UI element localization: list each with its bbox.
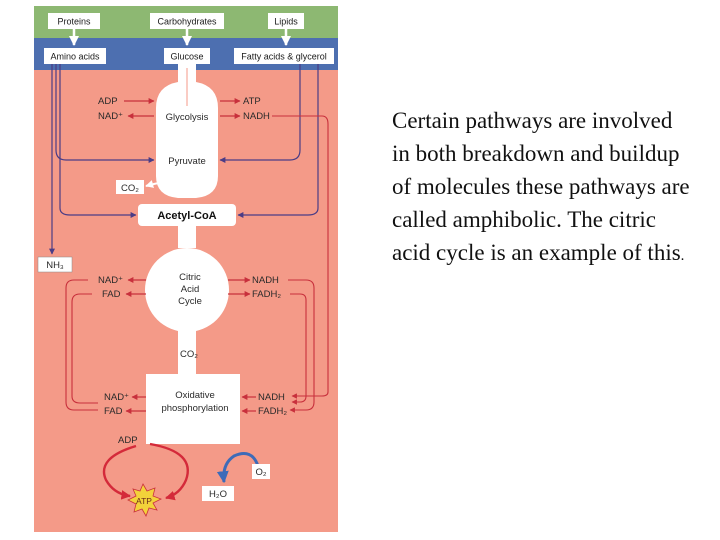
purple-line-right-2 bbox=[237, 64, 319, 218]
nh3-box: NH₃ bbox=[37, 256, 73, 273]
bottom-adp: ADP bbox=[118, 435, 138, 446]
bottom-atp-label: ATP bbox=[136, 496, 152, 506]
oxidative-phosphorylation-box: Oxidative phosphorylation bbox=[146, 374, 240, 444]
glycolysis-atp: ATP bbox=[243, 96, 261, 107]
citric-label-3: Cycle bbox=[178, 296, 202, 307]
fatty-acids-box: Fatty acids & glycerol bbox=[234, 48, 334, 64]
glucose-label: Glucose bbox=[170, 52, 203, 62]
oxidative-label-1: Oxidative bbox=[175, 390, 215, 401]
proteins-box: Proteins bbox=[48, 13, 100, 29]
atp-starburst: ATP bbox=[127, 483, 162, 517]
h2o-box: H₂O bbox=[202, 486, 234, 501]
metabolism-diagram: Proteins Carbohydrates Lipids Amino acid… bbox=[34, 6, 338, 532]
lipids-box: Lipids bbox=[268, 13, 304, 29]
co2-pyruvate-box: CO₂ bbox=[116, 180, 144, 194]
red-line-right-glycolysis bbox=[272, 115, 329, 399]
citric-nad-plus: NAD⁺ bbox=[98, 275, 123, 286]
glycolysis-nadh: NADH bbox=[243, 111, 270, 122]
fatty-acids-label: Fatty acids & glycerol bbox=[241, 52, 327, 62]
o2-label: O₂ bbox=[255, 467, 266, 478]
amino-acids-label: Amino acids bbox=[50, 52, 100, 62]
citric-acid-cycle: Citric Acid Cycle bbox=[145, 248, 229, 332]
glycolysis-adp: ADP bbox=[98, 96, 118, 107]
red-line-left-cycle-2 bbox=[71, 293, 98, 404]
proteins-label: Proteins bbox=[57, 17, 91, 27]
purple-line-right-1 bbox=[219, 64, 301, 163]
oxidative-nadh: NADH bbox=[258, 392, 285, 403]
carbohydrates-box: Carbohydrates bbox=[150, 13, 224, 29]
acetyl-coa-box: Acetyl-CoA bbox=[138, 204, 236, 226]
cycle-to-oxidative-stem bbox=[178, 330, 196, 376]
acetyl-coa-label: Acetyl-CoA bbox=[157, 210, 216, 222]
citric-fad: FAD bbox=[102, 289, 121, 300]
citric-nadh: NADH bbox=[252, 275, 279, 286]
caption-text-block: Certain pathways are involved in both br… bbox=[392, 104, 692, 273]
h2o-label: H₂O bbox=[209, 489, 227, 500]
oxidative-fad: FAD bbox=[104, 406, 123, 417]
co2-pyruvate-label: CO₂ bbox=[121, 183, 139, 194]
oxidative-fadh2: FADH₂ bbox=[258, 406, 287, 417]
glycolysis-pathway: Glycolysis Pyruvate bbox=[156, 64, 218, 198]
acetyl-to-cycle-stem bbox=[178, 226, 196, 248]
citric-label-1: Citric bbox=[179, 272, 201, 283]
atp-cycle-right-arc bbox=[149, 442, 189, 501]
caption-main: Certain pathways are involved in both br… bbox=[392, 108, 690, 265]
oxidative-nad-plus: NAD⁺ bbox=[104, 392, 129, 403]
glucose-box: Glucose bbox=[164, 48, 210, 64]
citric-fadh2: FADH₂ bbox=[252, 289, 281, 300]
nh3-label: NH₃ bbox=[46, 260, 64, 271]
red-line-left-cycle bbox=[65, 279, 98, 411]
citric-label-2: Acid bbox=[181, 284, 199, 295]
red-line-right-cycle bbox=[288, 279, 315, 413]
glycolysis-label: Glycolysis bbox=[166, 112, 209, 123]
o2-box: O₂ bbox=[252, 464, 270, 479]
pyruvate-label: Pyruvate bbox=[168, 156, 206, 167]
amino-acids-box: Amino acids bbox=[44, 48, 106, 64]
caption-period: . bbox=[680, 248, 685, 264]
glycolysis-nad-plus: NAD⁺ bbox=[98, 111, 123, 122]
purple-line-left-2 bbox=[59, 64, 137, 218]
lipids-label: Lipids bbox=[274, 17, 298, 27]
atp-cycle-left-arc bbox=[102, 444, 137, 500]
oxygen-water-arc bbox=[216, 452, 260, 484]
arrow-co2-out bbox=[145, 179, 179, 188]
oxidative-label-2: phosphorylation bbox=[161, 403, 228, 414]
co2-cycle-label: CO₂ bbox=[180, 349, 198, 360]
red-line-right-cycle-2 bbox=[290, 293, 307, 405]
purple-line-left-1 bbox=[55, 64, 155, 163]
carbohydrates-label: Carbohydrates bbox=[157, 17, 217, 27]
